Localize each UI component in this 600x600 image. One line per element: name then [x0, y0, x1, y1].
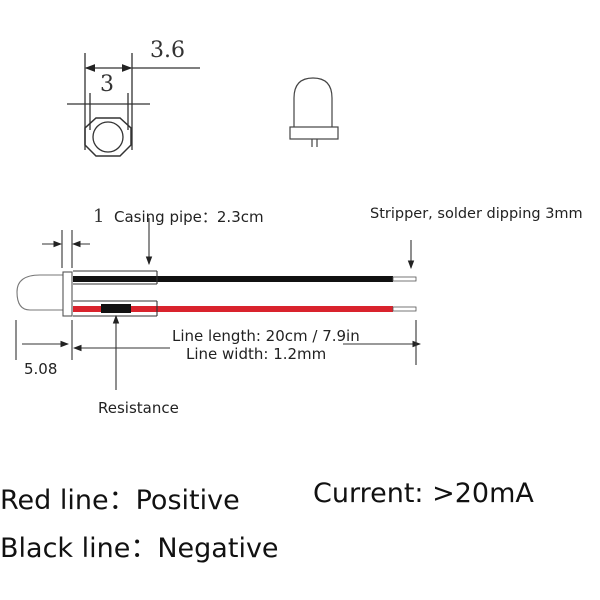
- wired-led-drawing: [15, 218, 422, 390]
- outer-diameter-label: 3.6: [150, 38, 185, 63]
- black-line-spec: Black line：Negative: [0, 533, 279, 564]
- stripper-label: Stripper, solder dipping 3mm: [370, 206, 583, 222]
- inner-diameter-label: 3: [100, 72, 114, 97]
- led-length-label: 5.08: [24, 360, 58, 378]
- led-profile-icon: [289, 77, 339, 147]
- black-wire: [73, 276, 393, 282]
- line-length-label: Line length: 20cm / 7.9in: [172, 327, 360, 345]
- current-spec: Current: >20mA: [313, 478, 534, 509]
- lead-gap-label: 1: [93, 206, 105, 227]
- top-view-drawing: [67, 53, 200, 157]
- red-line-spec: Red line：Positive: [0, 485, 240, 516]
- resistance-label: Resistance: [98, 399, 179, 417]
- resistor: [101, 304, 131, 313]
- red-wire: [73, 306, 393, 312]
- line-width-label: Line width: 1.2mm: [186, 345, 327, 363]
- casing-pipe-label: Casing pipe：2.3cm: [114, 208, 264, 226]
